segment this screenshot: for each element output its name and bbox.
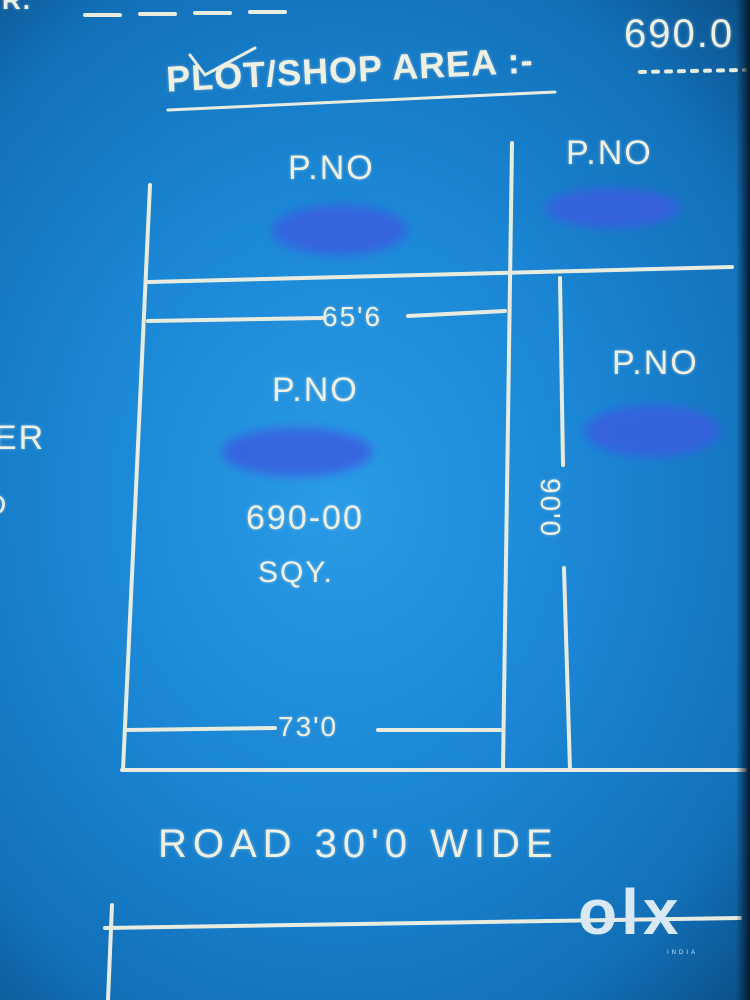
- road-label: ROAD 30'0 WIDE: [158, 822, 559, 866]
- olx-logo: olx: [578, 876, 683, 948]
- dimension-top: 65'6: [322, 301, 383, 332]
- tick-mark: [188, 46, 257, 77]
- left-fragment: R.: [2, 0, 32, 15]
- redaction-scribble: [585, 405, 720, 457]
- title-underline: [166, 90, 557, 112]
- area-value: 690.0: [624, 12, 735, 56]
- dimension-side: 90'0: [535, 478, 566, 539]
- plot-area: 690-00: [246, 499, 364, 537]
- dim-line-top: [146, 316, 324, 323]
- plot-label-main: P.NO: [272, 371, 359, 409]
- road-edge: [103, 916, 742, 930]
- top-dashes: [83, 10, 287, 17]
- header-dots: [638, 68, 747, 74]
- olx-region: INDIA: [667, 950, 699, 956]
- dim-line-bottom: [126, 726, 277, 732]
- plot-area-unit: SQY.: [258, 556, 334, 589]
- middle-divider: [501, 141, 514, 770]
- right-divider-upper: [558, 276, 565, 467]
- left-boundary: [121, 183, 152, 772]
- redaction-scribble: [545, 188, 680, 228]
- redaction-scribble: [272, 205, 407, 255]
- plot-label-top-left: P.NO: [288, 149, 375, 187]
- dim-line-top-2: [406, 309, 507, 318]
- photo-edge: [736, 0, 750, 1000]
- plot-label-top-right: P.NO: [566, 134, 653, 172]
- redaction-scribble: [222, 428, 372, 476]
- right-divider-lower: [562, 566, 572, 772]
- side-fragment: ER: [0, 419, 46, 457]
- top-boundary: [146, 265, 734, 284]
- side-fragment: D: [0, 489, 8, 521]
- road-side: [106, 903, 114, 1000]
- plot-label-right: P.NO: [612, 344, 699, 382]
- dimension-bottom: 73'0: [278, 711, 339, 742]
